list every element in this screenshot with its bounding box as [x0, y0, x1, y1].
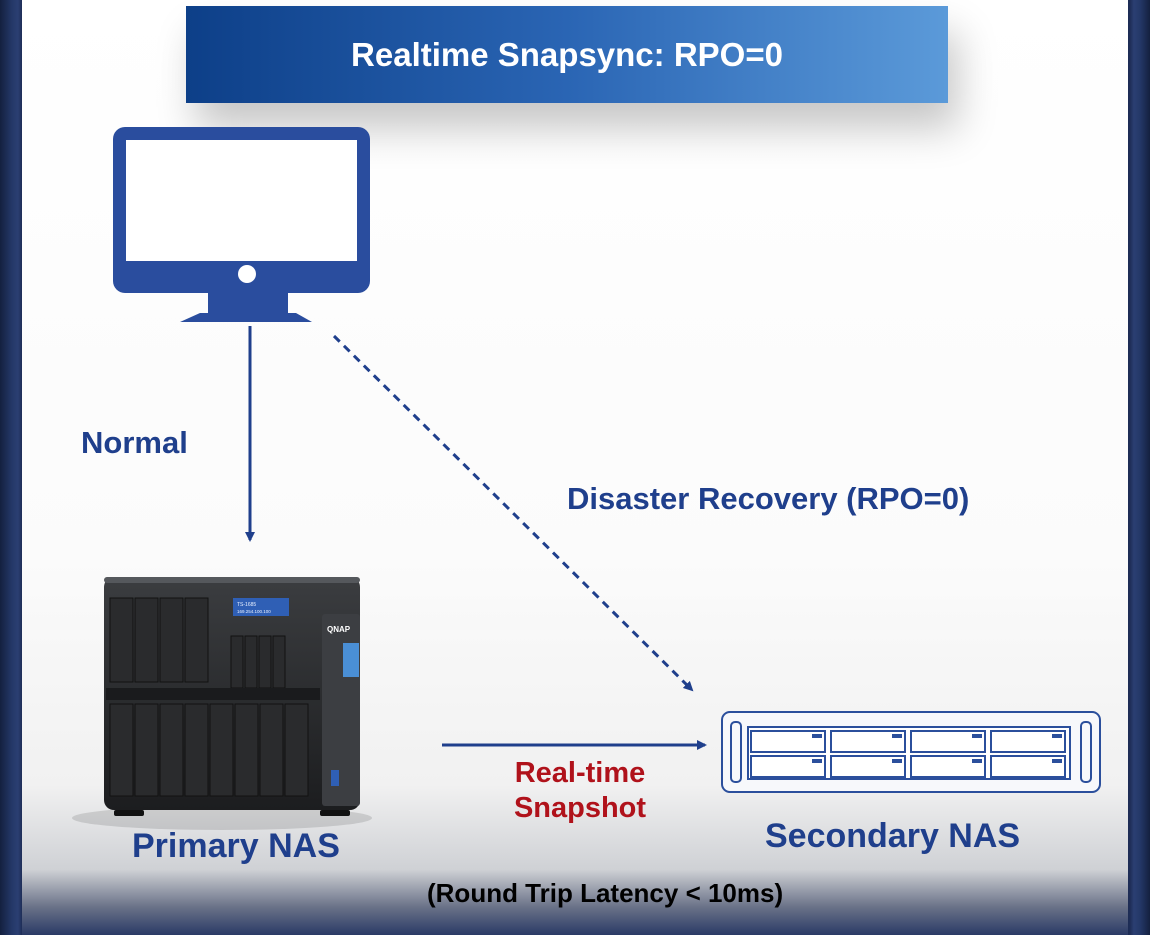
lcd-ip-text: 169.254.100.100 — [237, 609, 271, 614]
desktop-nas-icon: TS-1685 169.254.100.100 QNAP — [72, 577, 372, 830]
realtime-label-line1: Real-time — [514, 757, 646, 789]
disaster-recovery-label: Disaster Recovery (RPO=0) — [567, 481, 970, 516]
lcd-model-text: TS-1685 — [237, 602, 256, 608]
secondary-nas-label: Secondary NAS — [765, 817, 1021, 855]
normal-label: Normal — [81, 425, 188, 460]
realtime-snapshot-label: Real-time Snapshot — [480, 756, 680, 826]
primary-nas-label: Primary NAS — [132, 827, 340, 865]
rackmount-nas-icon — [721, 711, 1101, 793]
computer-monitor-icon — [113, 127, 370, 322]
latency-label: (Round Trip Latency < 10ms) — [427, 878, 784, 908]
brand-logo: QNAP — [327, 625, 351, 634]
diagram-title: Realtime Snapsync: RPO=0 — [351, 35, 783, 73]
title-banner: Realtime Snapsync: RPO=0 — [186, 6, 948, 103]
realtime-label-line2: Snapshot — [513, 792, 647, 824]
